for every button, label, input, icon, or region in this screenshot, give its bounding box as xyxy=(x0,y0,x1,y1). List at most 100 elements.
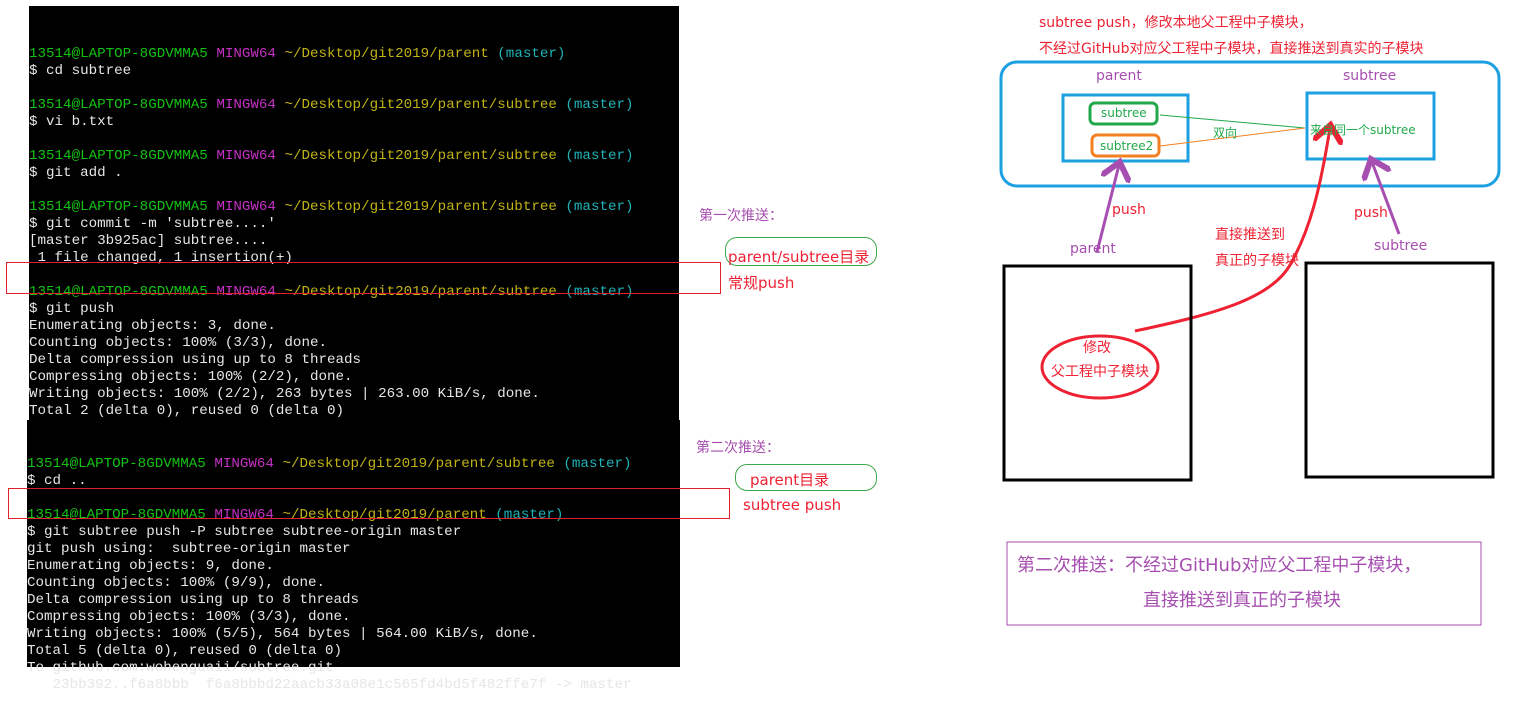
terminal-command: $ cd .. xyxy=(27,473,87,489)
local-parent-box xyxy=(1002,264,1193,482)
prompt-user: 13514@LAPTOP-8GDVMMA5 xyxy=(29,148,208,164)
direct-push-2: 真正的子模块 xyxy=(1215,253,1299,269)
terminal-prompt: 13514@LAPTOP-8GDVMMA5 MINGW64 ~/Desktop/… xyxy=(29,46,679,63)
diagram-canvas xyxy=(999,60,1501,626)
first-push-dir: parent/subtree目录 xyxy=(728,248,870,266)
first-push-kind: 常规push xyxy=(728,274,795,292)
terminal-prompt: 13514@LAPTOP-8GDVMMA5 MINGW64 ~/Desktop/… xyxy=(27,507,680,524)
link-orange xyxy=(1159,127,1306,147)
terminal-prompt: 13514@LAPTOP-8GDVMMA5 MINGW64 ~/Desktop/… xyxy=(29,284,679,301)
terminal-bottom: 13514@LAPTOP-8GDVMMA5 MINGW64 ~/Desktop/… xyxy=(27,420,680,693)
first-push-dir-oval xyxy=(725,237,877,266)
modify-ellipse xyxy=(1040,334,1160,400)
prompt-user: 13514@LAPTOP-8GDVMMA5 xyxy=(29,199,208,215)
summary-box xyxy=(1006,541,1482,626)
prompt-shell: MINGW64 xyxy=(214,507,274,523)
prompt-user: 13514@LAPTOP-8GDVMMA5 xyxy=(27,507,206,523)
prompt-shell: MINGW64 xyxy=(216,284,276,300)
prompt-branch: (master) xyxy=(565,148,634,164)
terminal-output: Compressing objects: 100% (2/2), done. xyxy=(29,369,353,385)
module-subtree2-label: subtree2 xyxy=(1100,139,1154,153)
prompt-path: ~/Desktop/git2019/parent xyxy=(284,46,489,62)
terminal-output: Writing objects: 100% (2/2), 263 bytes |… xyxy=(29,386,540,402)
terminal-output: Total 2 (delta 0), reused 0 (delta 0) xyxy=(29,403,345,419)
terminal-output: Counting objects: 100% (3/3), done. xyxy=(29,335,327,351)
terminal-output: To github.com:wohenguaii/subtree.git xyxy=(27,660,334,676)
prompt-branch: (master) xyxy=(563,456,632,472)
prompt-shell: MINGW64 xyxy=(216,148,276,164)
prompt-user: 13514@LAPTOP-8GDVMMA5 xyxy=(29,97,208,113)
local-parent-label: parent xyxy=(1070,241,1116,257)
second-push-dir: parent目录 xyxy=(750,471,830,489)
prompt-shell: MINGW64 xyxy=(214,456,274,472)
prompt-path: ~/Desktop/git2019/parent/subtree xyxy=(282,456,555,472)
terminal-output: Enumerating objects: 9, done. xyxy=(27,558,274,574)
local-subtree-box xyxy=(1304,261,1495,479)
prompt-shell: MINGW64 xyxy=(216,46,276,62)
terminal-command: $ git push xyxy=(29,301,115,317)
module-subtree2-box xyxy=(1090,133,1161,158)
prompt-branch: (master) xyxy=(497,46,566,62)
prompt-path: ~/Desktop/git2019/parent/subtree xyxy=(284,199,557,215)
direct-push-1: 直接推送到 xyxy=(1215,227,1285,243)
second-push-kind: subtree push xyxy=(743,496,842,514)
prompt-user: 13514@LAPTOP-8GDVMMA5 xyxy=(29,284,208,300)
terminal-command: $ cd subtree xyxy=(29,63,132,79)
second-push-dir-oval xyxy=(735,464,877,491)
terminal-output: Writing objects: 100% (5/5), 564 bytes |… xyxy=(27,626,538,642)
push-arrow-left xyxy=(1095,165,1119,253)
prompt-path: ~/Desktop/git2019/parent xyxy=(282,507,487,523)
terminal-prompt: 13514@LAPTOP-8GDVMMA5 MINGW64 ~/Desktop/… xyxy=(29,97,679,114)
prompt-shell: MINGW64 xyxy=(216,199,276,215)
terminal-output: [master 3b925ac] subtree.... xyxy=(29,233,268,249)
diagram-heading-2: 不经过GitHub对应父工程中子模块，直接推送到真实的子模块 xyxy=(1039,41,1424,57)
terminal-output: Counting objects: 100% (9/9), done. xyxy=(27,575,325,591)
remote-subtree-label: subtree xyxy=(1343,68,1397,84)
terminal-output: git push using: subtree-origin master xyxy=(27,541,351,557)
local-subtree-label: subtree xyxy=(1374,238,1428,254)
terminal-command: $ git commit -m 'subtree....' xyxy=(29,216,276,232)
module-subtree-box xyxy=(1088,101,1159,126)
push-left-label: push xyxy=(1112,202,1146,218)
terminal-output: Enumerating objects: 3, done. xyxy=(29,318,276,334)
prompt-path: ~/Desktop/git2019/parent/subtree xyxy=(284,284,557,300)
modify-label-2: 父工程中子模块 xyxy=(1051,364,1149,380)
prompt-shell: MINGW64 xyxy=(216,97,276,113)
terminal-command: $ git subtree push -P subtree subtree-or… xyxy=(27,524,462,540)
push-right-label: push xyxy=(1354,205,1388,221)
terminal-prompt: 13514@LAPTOP-8GDVMMA5 MINGW64 ~/Desktop/… xyxy=(29,148,679,165)
prompt-path: ~/Desktop/git2019/parent/subtree xyxy=(284,97,557,113)
terminal-prompt: 13514@LAPTOP-8GDVMMA5 MINGW64 ~/Desktop/… xyxy=(27,456,680,473)
direct-push-curve xyxy=(1134,128,1330,333)
remote-parent-label: parent xyxy=(1096,68,1142,84)
terminal-output: Delta compression using up to 8 threads xyxy=(29,352,362,368)
second-push-title: 第二次推送： xyxy=(696,440,780,456)
first-push-title: 第一次推送： xyxy=(699,208,783,224)
highlight-git-push xyxy=(6,262,721,294)
module-subtree-label: subtree xyxy=(1101,106,1147,120)
prompt-branch: (master) xyxy=(565,199,634,215)
highlight-subtree-push xyxy=(8,488,730,519)
terminal-output: Compressing objects: 100% (3/3), done. xyxy=(27,609,351,625)
terminal-output: Total 5 (delta 0), reused 0 (delta 0) xyxy=(27,643,343,659)
prompt-branch: (master) xyxy=(565,284,634,300)
terminal-command: $ git add . xyxy=(29,165,123,181)
prompt-path: ~/Desktop/git2019/parent/subtree xyxy=(284,148,557,164)
prompt-branch: (master) xyxy=(565,97,634,113)
prompt-user: 13514@LAPTOP-8GDVMMA5 xyxy=(27,456,206,472)
prompt-branch: (master) xyxy=(495,507,564,523)
bidirectional-label: 双向 xyxy=(1213,126,1238,140)
summary-line-1: 第二次推送：不经过GitHub对应父工程中子模块， xyxy=(1017,555,1422,576)
same-source-label: 来自同一个subtree xyxy=(1310,123,1416,137)
terminal-output: Delta compression using up to 8 threads xyxy=(27,592,360,608)
diagram-heading-1: subtree push，修改本地父工程中子模块， xyxy=(1039,15,1313,31)
terminal-prompt: 13514@LAPTOP-8GDVMMA5 MINGW64 ~/Desktop/… xyxy=(29,199,679,216)
push-arrow-right xyxy=(1372,162,1401,235)
remote-container xyxy=(999,60,1501,188)
summary-line-2: 直接推送到真正的子模块 xyxy=(1143,590,1341,611)
prompt-user: 13514@LAPTOP-8GDVMMA5 xyxy=(29,46,208,62)
modify-label-1: 修改 xyxy=(1083,340,1111,356)
terminal-command: $ vi b.txt xyxy=(29,114,115,130)
link-green xyxy=(1159,114,1306,129)
terminal-output: 23bb392..f6a8bbb f6a8bbbd22aacb33a08e1c5… xyxy=(27,677,632,693)
